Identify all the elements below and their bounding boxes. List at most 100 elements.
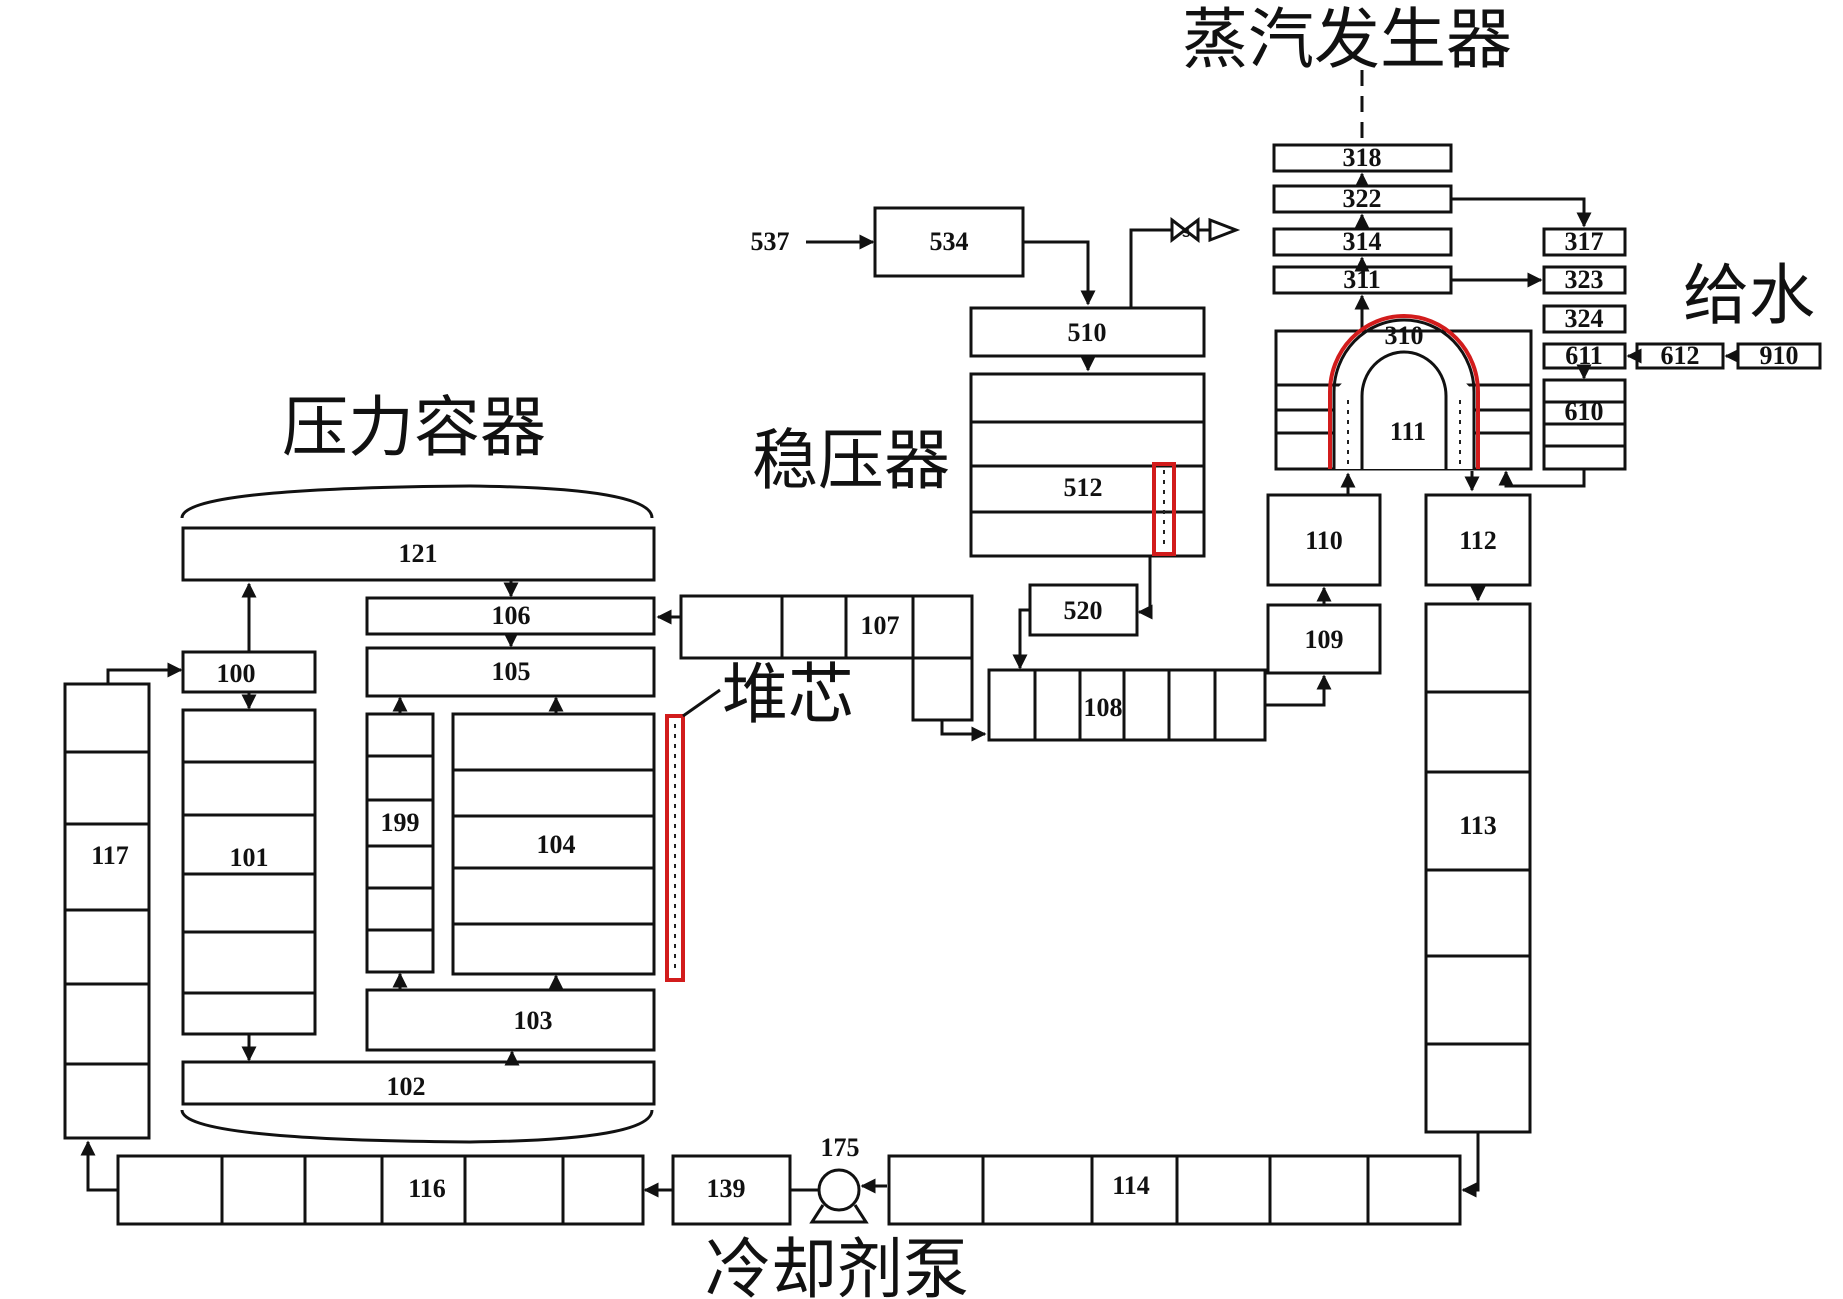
node-114-cells — [981, 1156, 1370, 1224]
node-534-label: 534 — [930, 227, 969, 256]
node-107-label: 107 — [861, 611, 900, 640]
u-tube-highlight — [1328, 314, 1480, 469]
node-113-label: 113 — [1459, 811, 1497, 840]
node-610-cells — [1544, 400, 1625, 448]
u-tube-fill — [1334, 358, 1474, 469]
node-111-label: 111 — [1390, 417, 1426, 446]
node-101-cells — [183, 760, 315, 995]
node-199-cells — [367, 754, 433, 932]
flow-610-to-310 — [1498, 469, 1586, 488]
node-116-label: 116 — [408, 1174, 446, 1203]
node-104-cells — [453, 768, 654, 926]
node-108-label: 108 — [1084, 693, 1123, 722]
node-323-label: 323 — [1565, 265, 1604, 294]
node-104 — [451, 712, 656, 976]
flow-113-to-114 — [1461, 1132, 1480, 1198]
node-101-label: 101 — [230, 843, 269, 872]
node-611 — [1542, 342, 1627, 370]
node-113 — [1424, 602, 1532, 1134]
node-110 — [1266, 493, 1382, 587]
relief-line — [1129, 228, 1172, 308]
core-callout-line — [682, 688, 721, 718]
node-104-label: 104 — [537, 830, 576, 859]
node-324-label: 324 — [1565, 304, 1604, 333]
flow-108-to-109 — [1265, 674, 1332, 707]
node-100-label: 100 — [217, 659, 256, 688]
node-113-cells — [1426, 690, 1530, 1046]
node-318-label: 318 — [1343, 143, 1382, 172]
node-537-label: 537 — [751, 227, 790, 256]
node-112-label: 112 — [1459, 526, 1497, 555]
node-318 — [1272, 143, 1453, 173]
relief-valve-icon — [1170, 216, 1210, 244]
u-tube-inner — [1360, 350, 1448, 469]
node-121-label: 121 — [399, 539, 438, 568]
node-101 — [181, 708, 317, 1036]
pressurizer-heater-highlight — [1152, 462, 1176, 556]
node-610-label: 610 — [1565, 397, 1604, 426]
coolant-pump-icon — [817, 1168, 861, 1212]
relief-outlet-icon — [1208, 217, 1241, 243]
node-112 — [1424, 493, 1532, 587]
node-612-label: 612 — [1661, 341, 1700, 370]
node-314-label: 314 — [1343, 227, 1382, 256]
u-tube-outer — [1332, 318, 1476, 469]
node-106-label: 106 — [492, 601, 531, 630]
node-110-label: 110 — [1305, 526, 1343, 555]
flow-117-to-100 — [106, 662, 183, 684]
node-910-label: 910 — [1760, 341, 1799, 370]
node-534 — [873, 206, 1025, 278]
pressurizer-title: 稳压器 — [752, 422, 950, 499]
node-107-bend — [911, 656, 974, 722]
node-108 — [987, 668, 1267, 742]
node-317-label: 317 — [1565, 227, 1604, 256]
node-199-label: 199 — [381, 808, 420, 837]
feedwater-title: 给水 — [1683, 257, 1815, 334]
node-117-label: 117 — [91, 841, 129, 870]
node-108-cells — [1033, 670, 1217, 740]
node-520-label: 520 — [1064, 596, 1103, 625]
node-510 — [969, 306, 1206, 358]
pump-base-icon — [809, 1204, 869, 1224]
vessel-upper-head — [180, 484, 654, 519]
node-139-label: 139 — [707, 1174, 746, 1203]
node-103-label: 103 — [514, 1006, 553, 1035]
core-title: 堆芯 — [722, 656, 854, 733]
node-109 — [1266, 603, 1382, 675]
node-105-label: 105 — [492, 657, 531, 686]
flow-534-to-510 — [1023, 240, 1096, 306]
node-114-label: 114 — [1112, 1171, 1150, 1200]
node-103 — [365, 988, 656, 1052]
steam-generator-title: 蒸汽发生器 — [1182, 1, 1512, 78]
vessel-lower-head — [180, 1109, 654, 1144]
node-317 — [1542, 227, 1627, 257]
node-107 — [679, 594, 974, 660]
node-102 — [181, 1060, 656, 1106]
node-311-label: 311 — [1343, 265, 1381, 294]
node-105 — [365, 646, 656, 698]
node-100 — [181, 650, 317, 694]
node-322-label: 322 — [1343, 184, 1382, 213]
flow-116-to-117 — [80, 1140, 118, 1192]
node-314 — [1272, 227, 1453, 257]
flow-512-to-520 — [1137, 556, 1153, 620]
node-114 — [887, 1154, 1462, 1226]
node-612 — [1635, 342, 1725, 370]
node-121 — [181, 526, 656, 582]
node-199 — [365, 712, 435, 974]
node-117-cells — [65, 750, 149, 1066]
node-116-cells — [220, 1156, 565, 1224]
core-highlight-bar — [665, 714, 685, 982]
node-611-label: 611 — [1565, 341, 1603, 370]
node-520 — [1028, 583, 1139, 637]
coolant-pump-title: 冷却剂泵 — [705, 1231, 969, 1299]
relief-valve-symbol: S — [1182, 226, 1190, 240]
node-510-label: 510 — [1068, 318, 1107, 347]
node-175-label: 175 — [821, 1133, 860, 1162]
node-323 — [1542, 265, 1627, 295]
node-107-cells — [780, 596, 915, 658]
flow-322-to-317 — [1451, 197, 1592, 228]
node-512-label: 512 — [1064, 473, 1103, 502]
node-310-label: 310 — [1385, 321, 1424, 350]
